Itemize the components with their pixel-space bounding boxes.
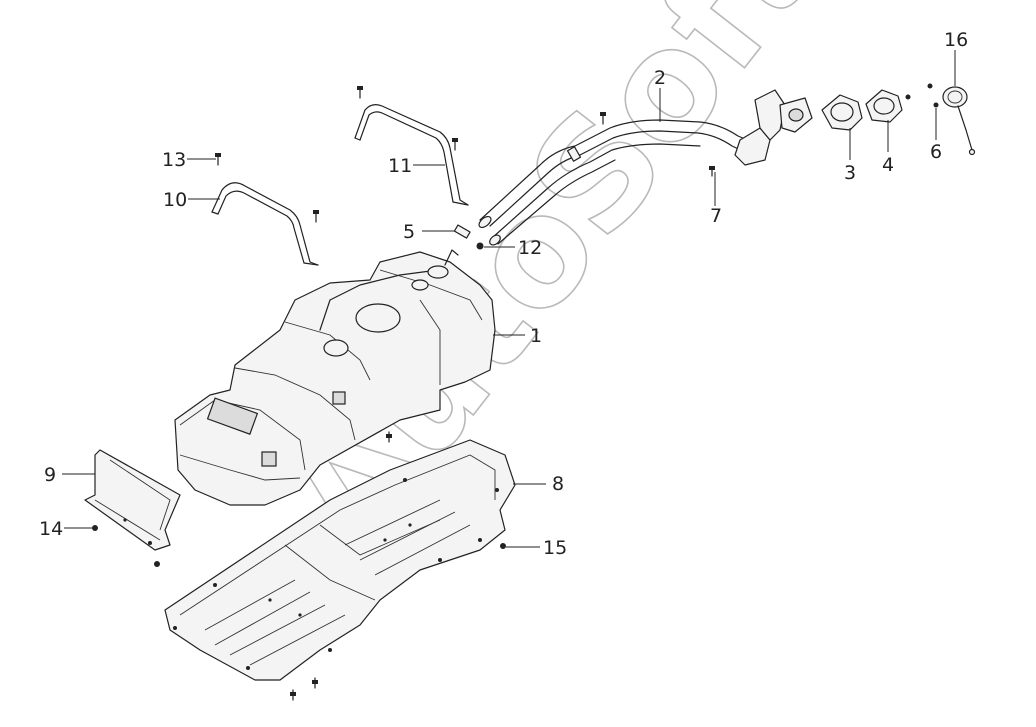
heat-shield <box>84 449 181 551</box>
callout-2: 2 <box>654 67 666 89</box>
callout-13: 13 <box>162 149 186 171</box>
filler-seal <box>865 89 903 123</box>
filler-neck <box>478 89 813 246</box>
tank-strap-rear <box>354 104 469 206</box>
leader-lines <box>62 50 956 548</box>
callout-12: 12 <box>518 237 542 259</box>
fuel-cap <box>942 86 976 156</box>
tank-strap-front <box>211 182 319 266</box>
callout-7: 7 <box>710 205 722 227</box>
fuel-tank <box>174 249 496 506</box>
filler-gasket <box>821 94 863 131</box>
skid-plate <box>164 439 516 681</box>
callout-4: 4 <box>882 154 894 176</box>
callout-15: 15 <box>543 537 567 559</box>
callout-14: 14 <box>39 518 63 540</box>
fasteners <box>92 83 939 701</box>
callout-1: 1 <box>530 325 542 347</box>
callout-10: 10 <box>163 189 187 211</box>
callout-11: 11 <box>388 155 412 177</box>
callout-6: 6 <box>930 141 942 163</box>
callout-9: 9 <box>44 464 56 486</box>
callout-3: 3 <box>844 162 856 184</box>
callout-16: 16 <box>944 29 968 51</box>
callout-8: 8 <box>552 473 564 495</box>
callout-5: 5 <box>403 221 415 243</box>
callout-labels: 1 2 3 4 5 6 7 8 9 10 11 12 13 14 15 16 <box>39 29 968 559</box>
